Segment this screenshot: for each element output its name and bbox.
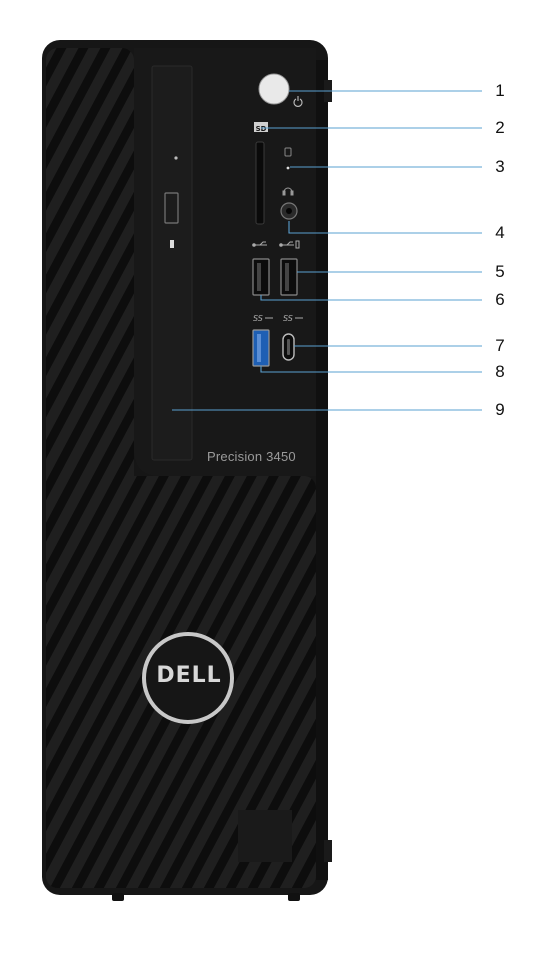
usb-2-port-right-tongue (285, 263, 289, 291)
optical-drive (151, 65, 193, 461)
drive-pinhole (174, 156, 178, 160)
eject-button (164, 192, 179, 224)
side-tab-bottom (324, 840, 332, 862)
dell-logo: DELL (156, 663, 222, 688)
callout-6: 6 (495, 290, 505, 309)
sd-card-slot (255, 141, 265, 225)
callout-line-4 (288, 221, 482, 234)
ss-usb-icon-2: SS (283, 314, 303, 323)
drive-icon (284, 147, 292, 157)
headset-jack-hole (286, 208, 292, 214)
drive-led (170, 240, 174, 248)
ss-usb-icon: SS (253, 314, 273, 323)
bottom-sensor-panel (238, 810, 292, 862)
drive-activity-light (286, 166, 290, 170)
sd-icon: SD (254, 122, 268, 133)
callout-8: 8 (495, 362, 505, 381)
power-button (258, 73, 290, 105)
callout-line-6 (260, 295, 482, 301)
callout-7: 7 (495, 336, 505, 355)
dell-badge-inner (148, 638, 228, 718)
usb-icon-2 (279, 240, 300, 249)
foot-left (112, 893, 124, 901)
usb-icon (252, 241, 267, 247)
model-label: Precision 3450 (207, 449, 296, 464)
callout-9: 9 (495, 400, 505, 419)
callout-3: 3 (495, 157, 505, 176)
power-icon (293, 96, 303, 107)
foot-right (288, 893, 300, 901)
svg-text:SS: SS (253, 314, 263, 323)
usb-3-port-tongue (257, 334, 261, 362)
callout-1: 1 (495, 81, 505, 100)
callout-2: 2 (495, 118, 505, 137)
usb-c-tongue (287, 339, 290, 355)
callout-lines (172, 90, 482, 411)
svg-text:SS: SS (283, 314, 293, 323)
svg-text:SD: SD (256, 125, 267, 133)
callout-4: 4 (495, 223, 505, 242)
callout-line-8 (260, 366, 482, 373)
usb-2-port-left-tongue (257, 263, 261, 291)
chassis-edge (316, 60, 328, 880)
headset-icon (282, 187, 294, 196)
callout-5: 5 (495, 262, 505, 281)
